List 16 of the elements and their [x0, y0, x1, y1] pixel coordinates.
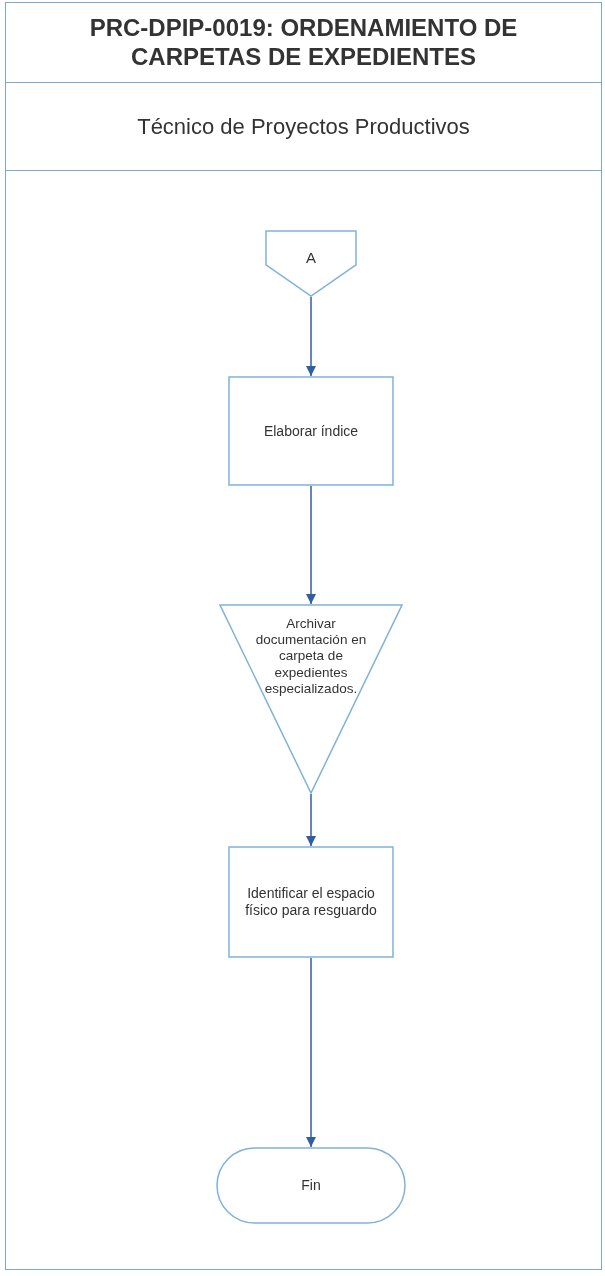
node-label: Archivar documentación en carpeta de expedientes especializados. — [254, 616, 368, 697]
archive-triangle — [219, 604, 403, 794]
off-page-connector — [265, 230, 357, 297]
arrow — [305, 296, 317, 377]
node-label: Identificar el espacio físico para resguardo — [244, 885, 378, 919]
arrow — [305, 485, 317, 605]
arrow — [305, 957, 317, 1148]
title: PRC-DPIP-0019: ORDENAMIENTO DE CARPETAS DE EXPEDIENTES — [88, 13, 519, 72]
lane-header: Técnico de Proyectos Productivos — [137, 113, 470, 141]
process-box — [228, 376, 394, 486]
node-label: A — [306, 248, 316, 267]
node-label: Elaborar índice — [262, 422, 360, 440]
process-box — [228, 846, 394, 958]
arrow — [305, 793, 317, 847]
node-label: Fin — [300, 1177, 322, 1194]
swimlane — [5, 82, 602, 1270]
